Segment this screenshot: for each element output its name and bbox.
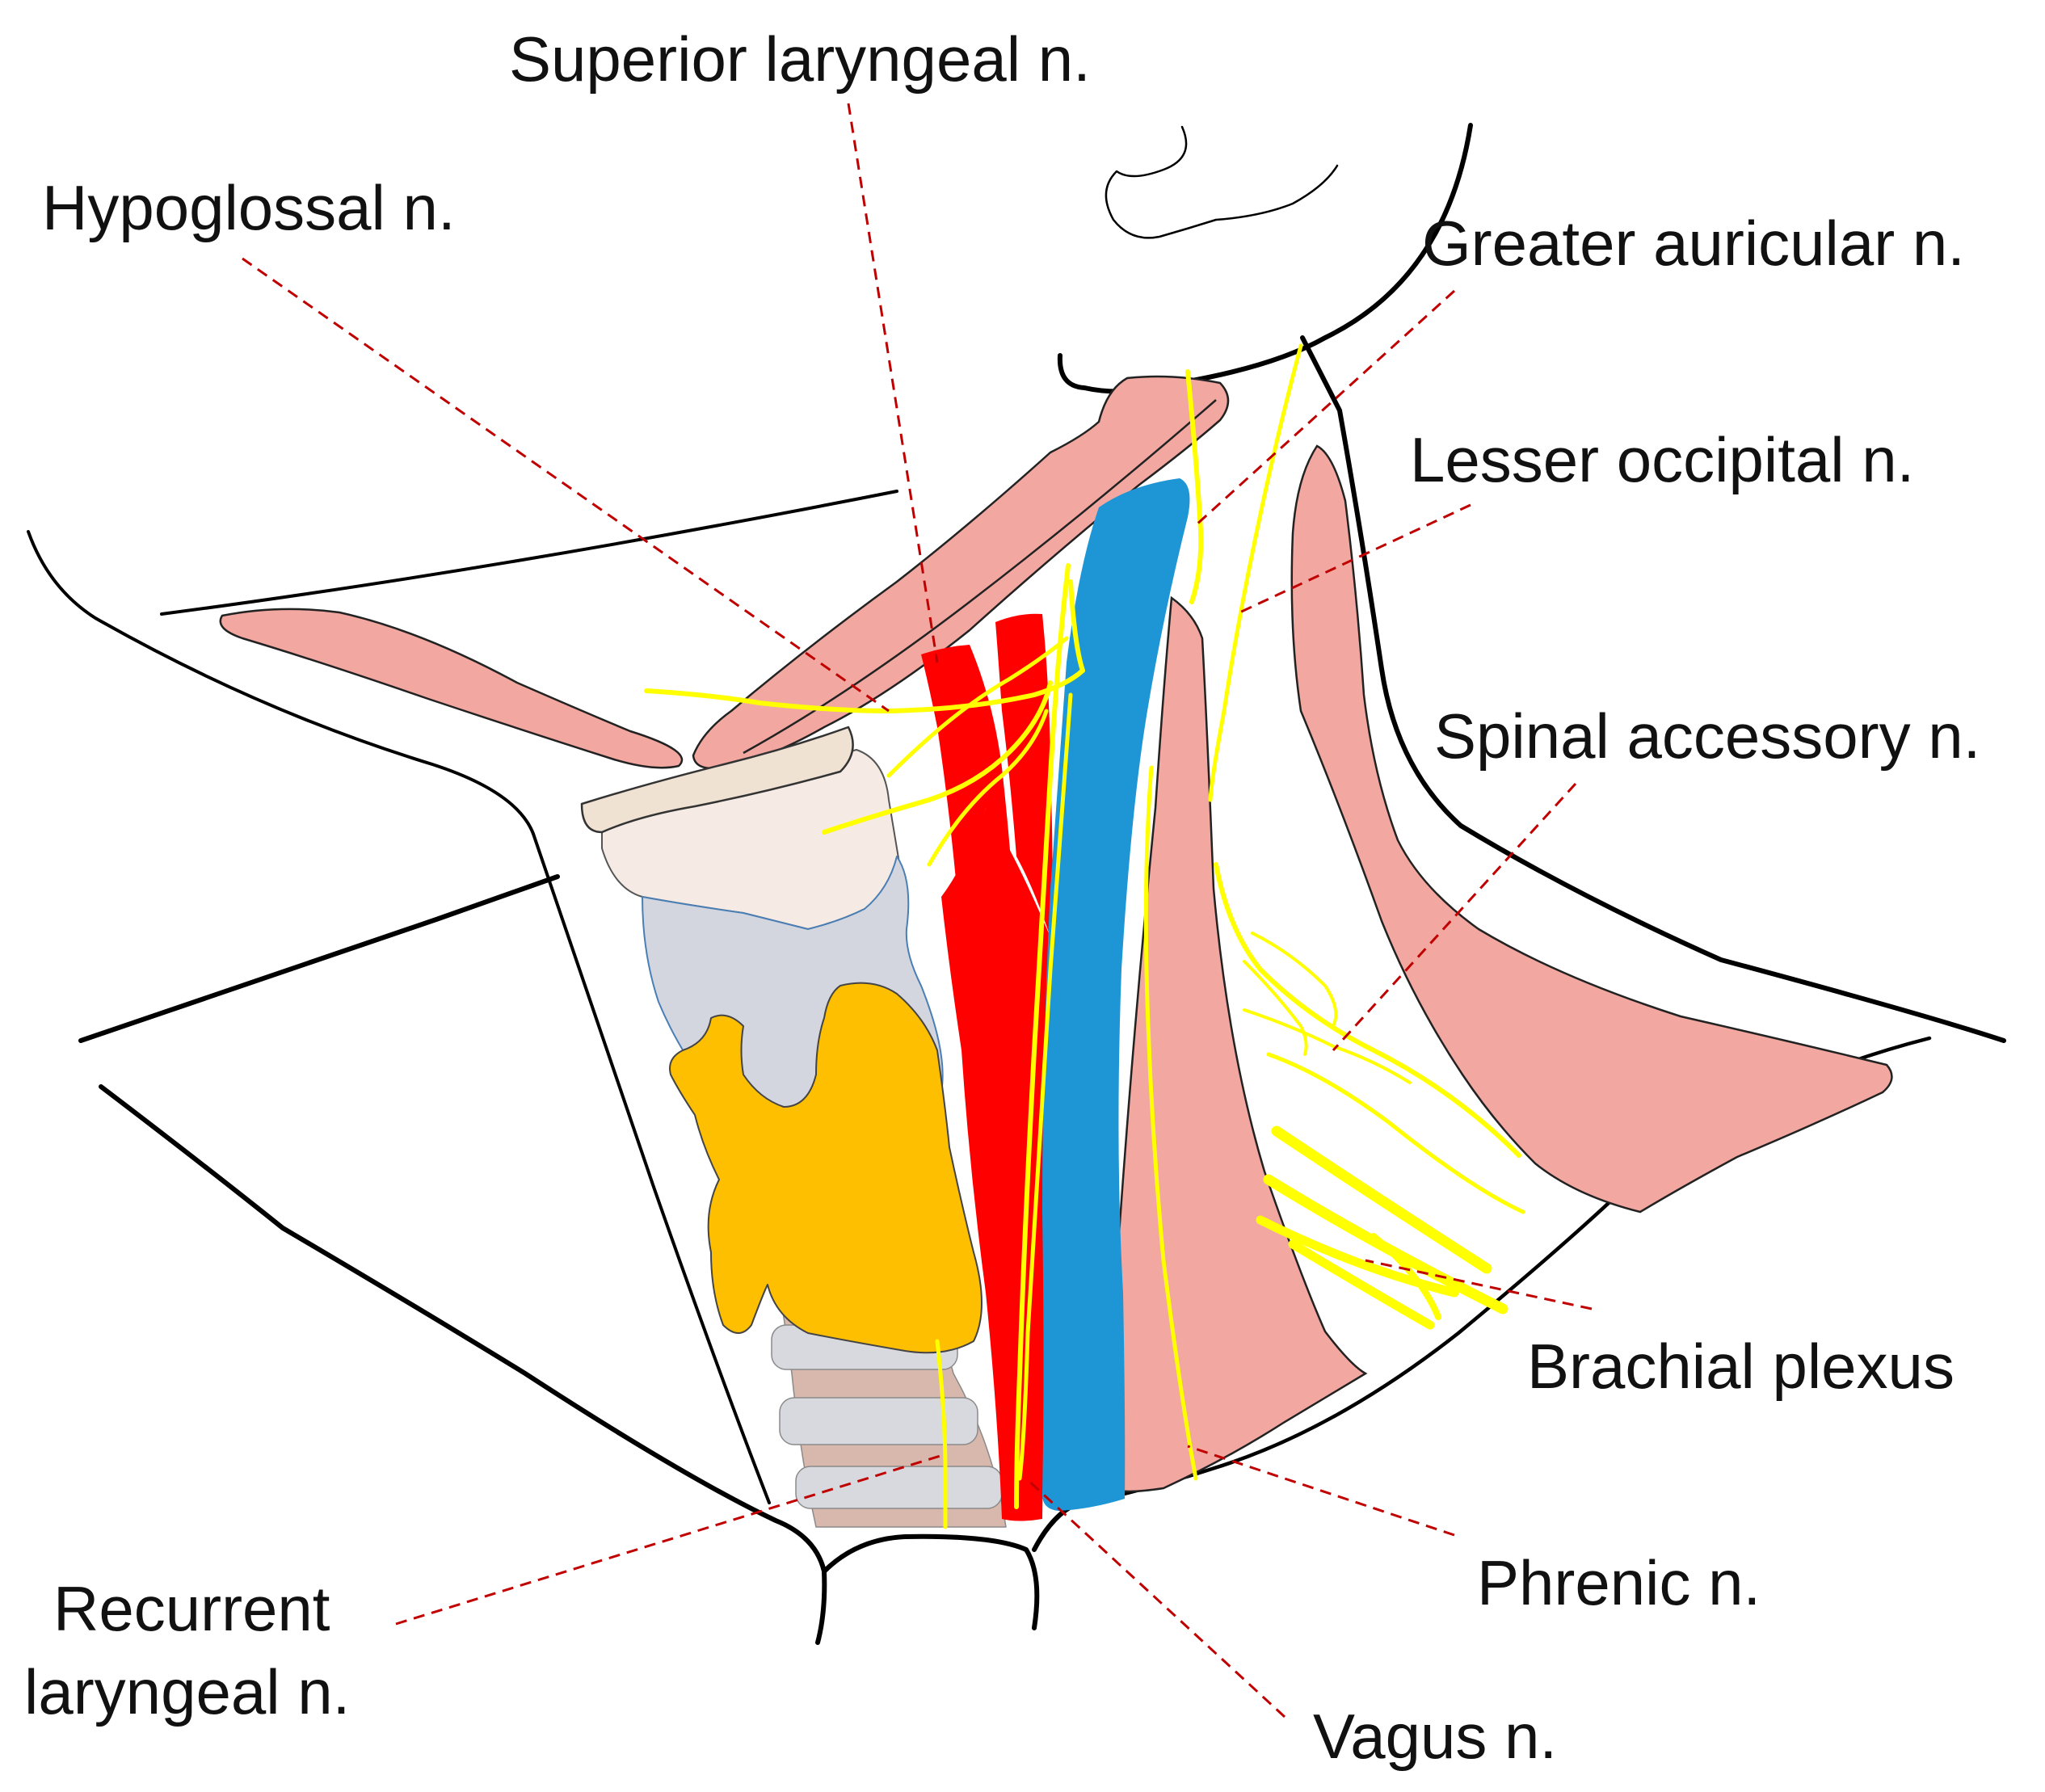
hypoglossal-label: Hypoglossal n. <box>42 172 456 243</box>
recurrent-laryngeal-label-line1: Recurrent <box>53 1573 330 1644</box>
nerves <box>644 343 1525 1529</box>
superior-laryngeal-nerve <box>822 680 1053 835</box>
trachea-ring <box>779 1397 978 1445</box>
internal-jugular-vein <box>1042 478 1190 1511</box>
superior-laryngeal-label: Superior laryngeal n. <box>509 23 1091 95</box>
hyoid-bone <box>580 726 854 834</box>
phrenic-label: Phrenic n. <box>1477 1547 1761 1618</box>
recurrent-laryngeal-nerve <box>935 1339 948 1529</box>
thyroid-gland <box>669 982 983 1354</box>
greater-auricular-leader <box>1194 289 1456 527</box>
brachial-plexus-trunk <box>1271 1125 1492 1274</box>
chin-line <box>27 530 535 835</box>
common-carotid <box>941 808 1053 1521</box>
body-outline <box>27 123 2006 1645</box>
muscles <box>219 375 1893 1493</box>
brachial-plexus-trunk <box>1370 1233 1441 1320</box>
submandibular-line <box>160 490 898 616</box>
supraclavicular-branch <box>1266 1052 1525 1214</box>
cervical-plexus-branch <box>1251 932 1338 1028</box>
great-auricular-nerve <box>1185 369 1204 604</box>
cervical-sympathetic-nerve <box>1017 692 1073 1481</box>
spinal-accessory-nerve <box>1214 862 1521 1158</box>
spinal-accessory-leader <box>1332 782 1577 1052</box>
lesser-occipital-nerve <box>1208 343 1303 802</box>
superior-laryngeal-leader <box>847 103 939 663</box>
brachial-plexus-trunk <box>1256 1215 1459 1298</box>
brachial-plexus-label: Brachial plexus <box>1527 1331 1955 1402</box>
phrenic-nerve <box>1143 765 1198 1481</box>
left-chest-line <box>99 1084 827 1645</box>
left-sternocleidomastoid-edge <box>532 832 771 1504</box>
spinal-accessory-label: Spinal accessory n. <box>1434 700 1981 772</box>
lesser-occipital-label: Lesser occipital n. <box>1410 424 1915 495</box>
cervical-plexus-branch <box>1243 960 1308 1056</box>
larynx-trachea <box>580 726 1007 1528</box>
jaw-outline <box>1057 123 1473 394</box>
vagus-label: Vagus n. <box>1313 1701 1558 1772</box>
leader-lines <box>242 103 1593 1718</box>
brachial-plexus-leader <box>1365 1259 1593 1310</box>
digastric-anterior-belly <box>219 608 684 769</box>
recurrent-laryngeal-label: Recurrent laryngeal n. <box>24 1567 350 1734</box>
hypoglossal-nerve <box>644 579 1085 713</box>
recurrent-laryngeal-leader <box>395 1453 946 1626</box>
greater-auricular-label: Greater auricular n. <box>1422 208 1965 279</box>
suprasternal-notch <box>822 1533 1040 1630</box>
trapezius <box>1290 444 1893 1214</box>
ear-outline <box>1105 125 1339 239</box>
phrenic-leader <box>1187 1445 1455 1537</box>
vagus-leader <box>1025 1477 1286 1718</box>
vagus-nerve <box>1014 563 1071 1509</box>
ansa-branch <box>927 709 1049 867</box>
right-trapezius-line <box>1300 335 2006 1043</box>
hypoglossal-leader <box>242 257 890 713</box>
omohyoid-digastric <box>692 375 1230 770</box>
superior-laryngeal-internal-branch <box>886 636 1069 778</box>
brachial-plexus-trunk <box>1288 1239 1435 1330</box>
cervical-plexus-branch <box>1243 1008 1412 1084</box>
omohyoid-inner-edge <box>743 399 1217 755</box>
recurrent-laryngeal-label-line2: laryngeal n. <box>24 1655 351 1727</box>
lesser-occipital-leader <box>1235 503 1471 616</box>
sternocleidomastoid <box>1113 595 1368 1493</box>
left-shoulder-line <box>78 874 560 1043</box>
trachea-ring <box>795 1466 1003 1509</box>
